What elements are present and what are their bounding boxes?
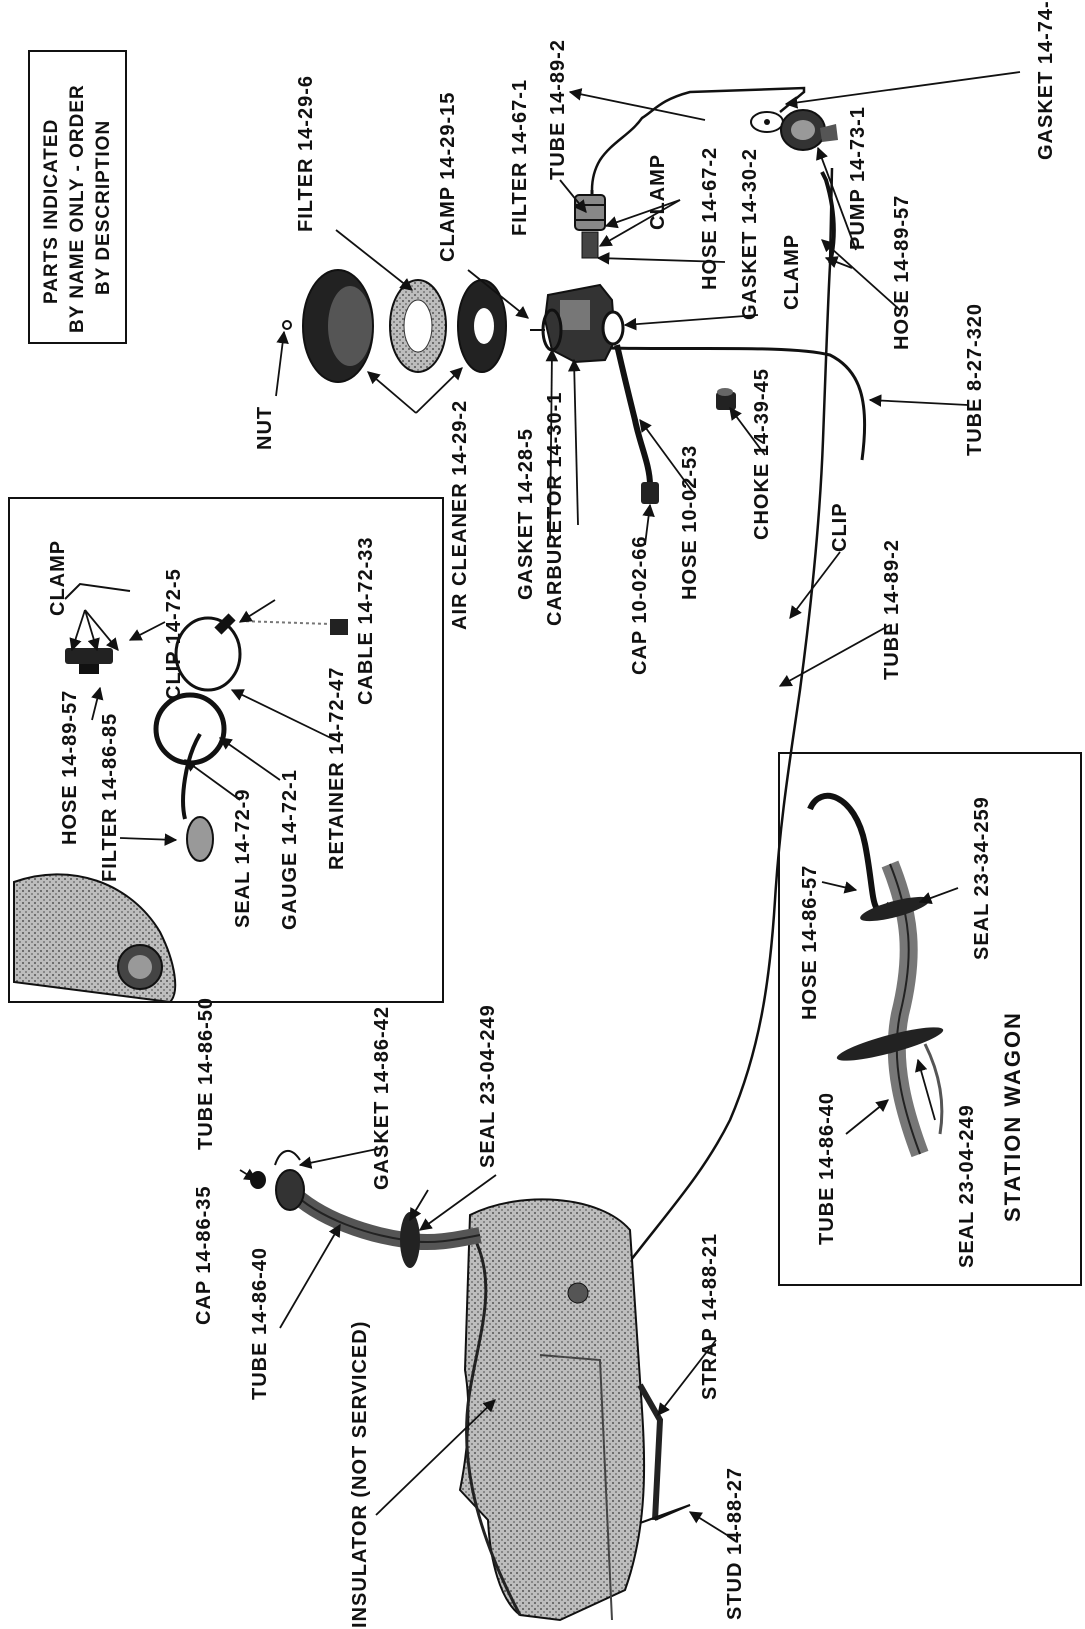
nut-label: NUT [254, 405, 276, 450]
inset-hose-label: HOSE 14-89-57 [59, 689, 81, 845]
gasket-filler-label: GASKET 14-86-42 [371, 1006, 393, 1190]
station-wagon-art [807, 792, 944, 1158]
strap-label: STRAP 14-88-21 [699, 1232, 721, 1400]
fuel-tank [458, 1198, 646, 1622]
filter-line-label: FILTER 14-67-1 [509, 79, 531, 236]
inset-clamp-label: CLAMP [47, 539, 69, 616]
hose-filter-label: HOSE 14-67-2 [699, 146, 721, 290]
inset-filter-label: FILTER 14-86-85 [99, 712, 121, 882]
gasket-base-label: GASKET 14-28-5 [515, 428, 537, 600]
vent-hose [614, 344, 659, 504]
wagon-hose-label: HOSE 14-86-57 [799, 864, 821, 1020]
fuel-pump [750, 109, 838, 151]
clamp-air-label: CLAMP 14-29-15 [437, 91, 459, 262]
carburetor-label: CARBURETOR 14-30-1 [544, 391, 566, 626]
inset-seal-label: SEAL 14-72-9 [232, 788, 254, 928]
tube-vacuum-label: TUBE 8-27-320 [964, 302, 986, 456]
notice-line-3: BY DESCRIPTION [93, 119, 114, 295]
tube-main-label: TUBE 14-89-2 [881, 539, 903, 680]
inset-retainer-label: RETAINER 14-72-47 [326, 666, 348, 870]
inset-gauge-label: GAUGE 14-72-1 [279, 769, 301, 930]
clamp-pump-label: CLAMP [781, 233, 803, 310]
gasket-pump-label: GASKET 14-74-1 [1035, 0, 1057, 160]
gasket-carb-label: GASKET 14-30-2 [739, 148, 761, 320]
filter-air-label: FILTER 14-29-6 [295, 75, 317, 232]
tank-strap [637, 1383, 691, 1524]
choke-label: CHOKE 14-39-45 [751, 368, 773, 540]
vacuum-tube [609, 346, 867, 461]
tube-top-label: TUBE 14-89-2 [547, 39, 569, 180]
stud-label: STUD 14-88-27 [724, 1466, 746, 1620]
cap-vent-label: CAP 10-02-66 [629, 535, 651, 675]
insulator-label: INSULATOR (NOT SERVICED) [349, 1320, 371, 1628]
air-cleaner [282, 269, 507, 383]
tube-filler-vent-label: TUBE 14-86-50 [195, 996, 217, 1150]
hose-vent-label: HOSE 10-02-53 [679, 444, 701, 600]
air-cleaner-label: AIR CLEANER 14-29-2 [449, 399, 471, 630]
hose-pump-label: HOSE 14-89-57 [891, 194, 913, 350]
inset-clip-label: CLIP 14-72-5 [163, 568, 185, 700]
pump-to-carb-tube [590, 86, 806, 225]
notice-line-1: PARTS INDICATED [41, 118, 62, 304]
filler-neck [250, 1150, 482, 1268]
clamp-filter-label: CLAMP [647, 153, 669, 230]
tank-unit-art [13, 582, 348, 1004]
cap-filler-label: CAP 14-86-35 [193, 1185, 215, 1325]
seal-filler-label: SEAL 23-04-249 [477, 1004, 499, 1168]
tank-unit-inset [8, 497, 444, 1004]
wagon-tube-label: TUBE 14-86-40 [816, 1091, 838, 1245]
choke [716, 388, 736, 410]
wagon-seal-lower-label: SEAL 23-04-249 [956, 1104, 978, 1268]
inset-cable-label: CABLE 14-72-33 [355, 536, 377, 705]
station-wagon-inset [778, 752, 1082, 1286]
tube-filler-label: TUBE 14-86-40 [249, 1246, 271, 1400]
station-wagon-title: STATION WAGON [1000, 1011, 1025, 1222]
pump-label: PUMP 14-73-1 [847, 106, 869, 250]
wagon-seal-upper-label: SEAL 23-34-259 [971, 796, 993, 960]
leader-lines [239, 71, 1021, 1541]
clip-label: CLIP [829, 502, 851, 552]
notice-line-2: BY NAME ONLY - ORDER [67, 84, 88, 333]
carburetor [530, 283, 625, 364]
notice-box [28, 50, 127, 344]
